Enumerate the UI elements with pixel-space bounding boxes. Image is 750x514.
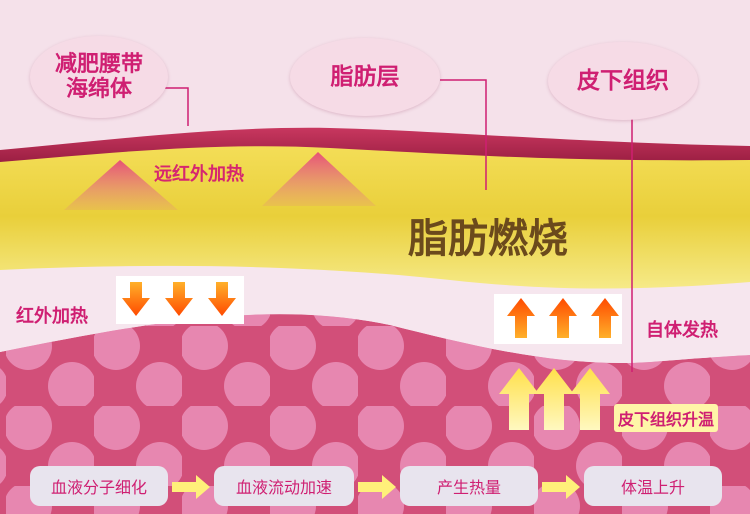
infrared-heat-label: 红外加热 <box>16 302 88 328</box>
far-infrared-label: 远红外加热 <box>154 160 244 186</box>
process-step-2: 血液流动加速 <box>214 466 354 506</box>
fat-burning-label: 脂肪燃烧 <box>408 206 568 264</box>
process-step-1: 血液分子细化 <box>30 466 168 506</box>
fat-layer-label: 脂肪层 <box>290 38 440 116</box>
sponge-label-line2: 海绵体 <box>66 77 132 102</box>
self-heat-label: 自体发热 <box>646 316 718 342</box>
process-step-4: 体温上升 <box>584 466 722 506</box>
process-step-3: 产生热量 <box>400 466 538 506</box>
tissue-warm-label: 皮下组织升温 <box>614 404 718 432</box>
orange-up-arrow-icon <box>494 294 622 344</box>
sponge-label: 减肥腰带 海绵体 <box>30 36 168 118</box>
sponge-label-line1: 减肥腰带 <box>55 52 143 77</box>
yellow-up-arrow-icon <box>499 368 610 430</box>
subcutaneous-label: 皮下组织 <box>548 42 698 120</box>
orange-down-arrow-icon <box>116 276 244 324</box>
